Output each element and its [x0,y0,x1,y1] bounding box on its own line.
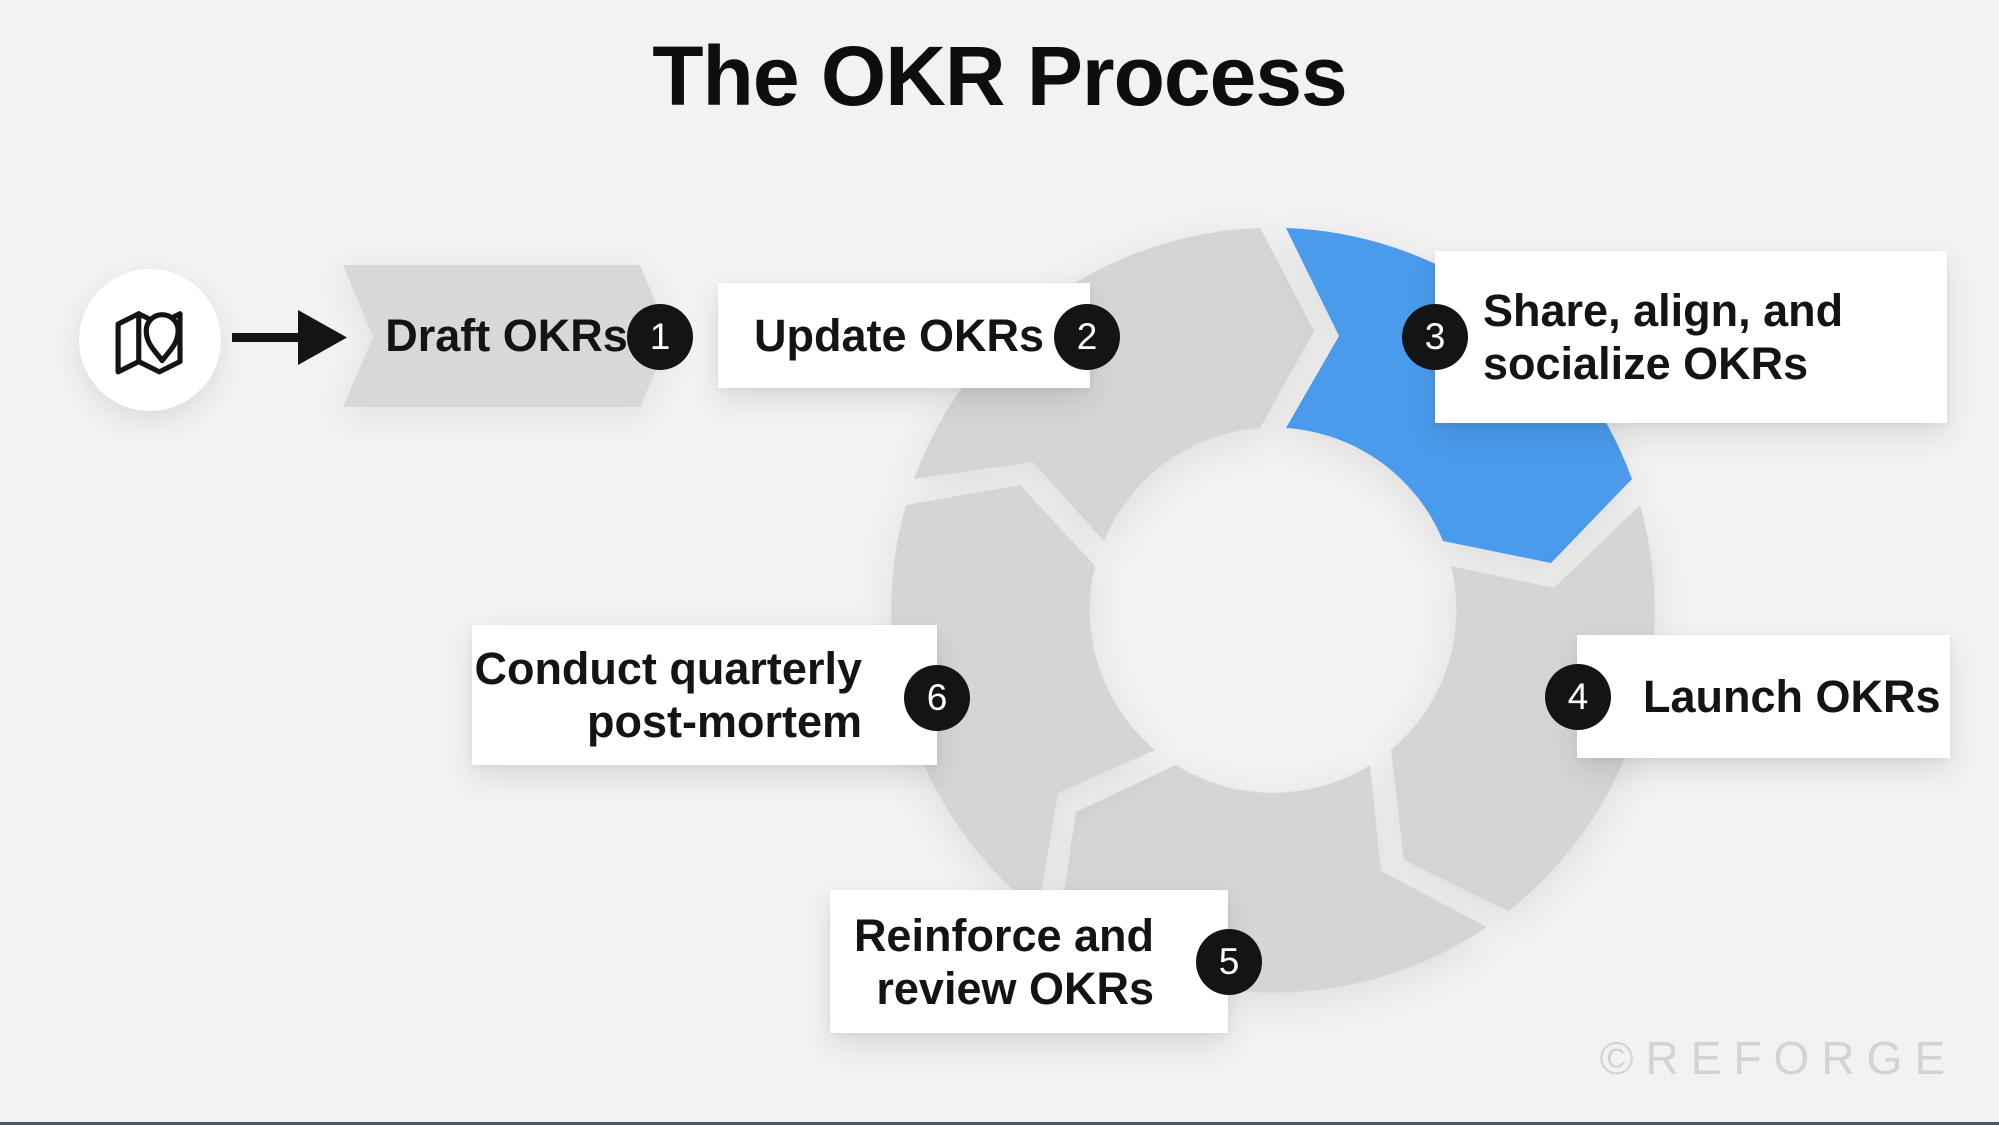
step-label-1: Draft OKRs [385,310,628,361]
start-icon-circle [79,269,221,411]
reforge-watermark: ©REFORGE [1599,1032,1957,1084]
arrow-right-icon [232,310,347,365]
step-box-4: Launch OKRs [1577,635,1950,758]
step-label-3-line1: Share, align, and [1483,285,1844,336]
step-number-1: 1 [649,316,671,357]
step-number-5: 5 [1218,941,1240,982]
step-badge-6: 6 [904,665,970,731]
step-number-4: 4 [1567,676,1589,717]
step-badge-2: 2 [1054,304,1120,370]
step-number-3: 3 [1424,316,1446,357]
step-label-6-line1: Conduct quarterly [474,643,862,694]
step-label-6-line2: post-mortem [586,696,862,747]
bottom-border [0,1122,1999,1125]
step-box-2: Update OKRs [718,283,1090,388]
step-label-3-line2: socialize OKRs [1483,338,1809,389]
step-box-6: Conduct quarterly post-mortem [472,625,937,765]
page-title: The OKR Process [652,29,1348,123]
step-badge-4: 4 [1545,664,1611,730]
step-number-2: 2 [1076,316,1098,357]
step-box-5: Reinforce and review OKRs [830,890,1228,1033]
step-badge-1: 1 [627,304,693,370]
step-box-3: Share, align, and socialize OKRs [1435,251,1947,423]
step-number-6: 6 [926,677,948,718]
step-badge-5: 5 [1196,929,1262,995]
step-label-5-line1: Reinforce and [853,909,1154,961]
step-label-5-line2: review OKRs [876,962,1154,1014]
step-label-2: Update OKRs [754,310,1045,361]
step-badge-3: 3 [1402,304,1468,370]
map-location-icon [115,311,183,375]
step-label-4: Launch OKRs [1643,671,1941,722]
